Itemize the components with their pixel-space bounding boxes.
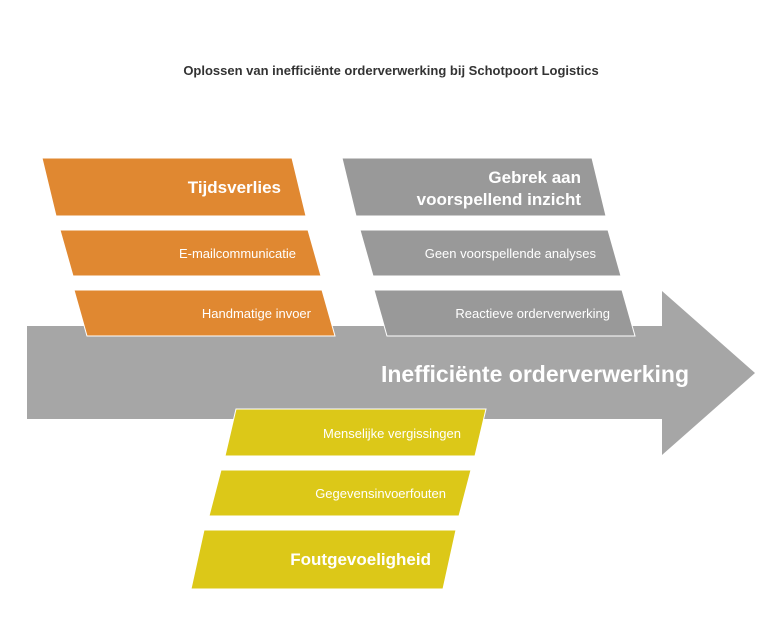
category-box-time-loss xyxy=(41,157,307,217)
cause-label-manual-entry: Handmatige invoer xyxy=(202,306,312,321)
cause-label-human-errors: Menselijke vergissingen xyxy=(323,426,461,441)
category-title-predictive-insight-line1: Gebrek aan xyxy=(488,168,581,187)
category-box-predictive-insight xyxy=(341,157,607,217)
cause-label-reactive-processing: Reactieve orderverwerking xyxy=(455,306,610,321)
cause-box-data-entry-errors xyxy=(208,469,472,517)
cause-box-email xyxy=(59,229,322,277)
spine-label: Inefficiënte orderverwerking xyxy=(381,361,689,387)
diagram-title: Oplossen van inefficiënte orderverwerkin… xyxy=(183,63,599,78)
category-title-error-prone: Foutgevoeligheid xyxy=(290,550,431,569)
category-title-time-loss: Tijdsverlies xyxy=(188,178,281,197)
category-box-error-prone xyxy=(190,529,457,590)
cause-label-no-predictive-analyses: Geen voorspellende analyses xyxy=(425,246,597,261)
cause-box-reactive-processing xyxy=(373,289,636,337)
cause-label-data-entry-errors: Gegevensinvoerfouten xyxy=(315,486,446,501)
category-title-predictive-insight-line2: voorspellend inzicht xyxy=(417,190,582,209)
cause-label-email: E-mailcommunicatie xyxy=(179,246,296,261)
cause-box-human-errors xyxy=(224,408,487,457)
cause-box-no-predictive-analyses xyxy=(359,229,622,277)
cause-box-manual-entry xyxy=(73,289,336,337)
